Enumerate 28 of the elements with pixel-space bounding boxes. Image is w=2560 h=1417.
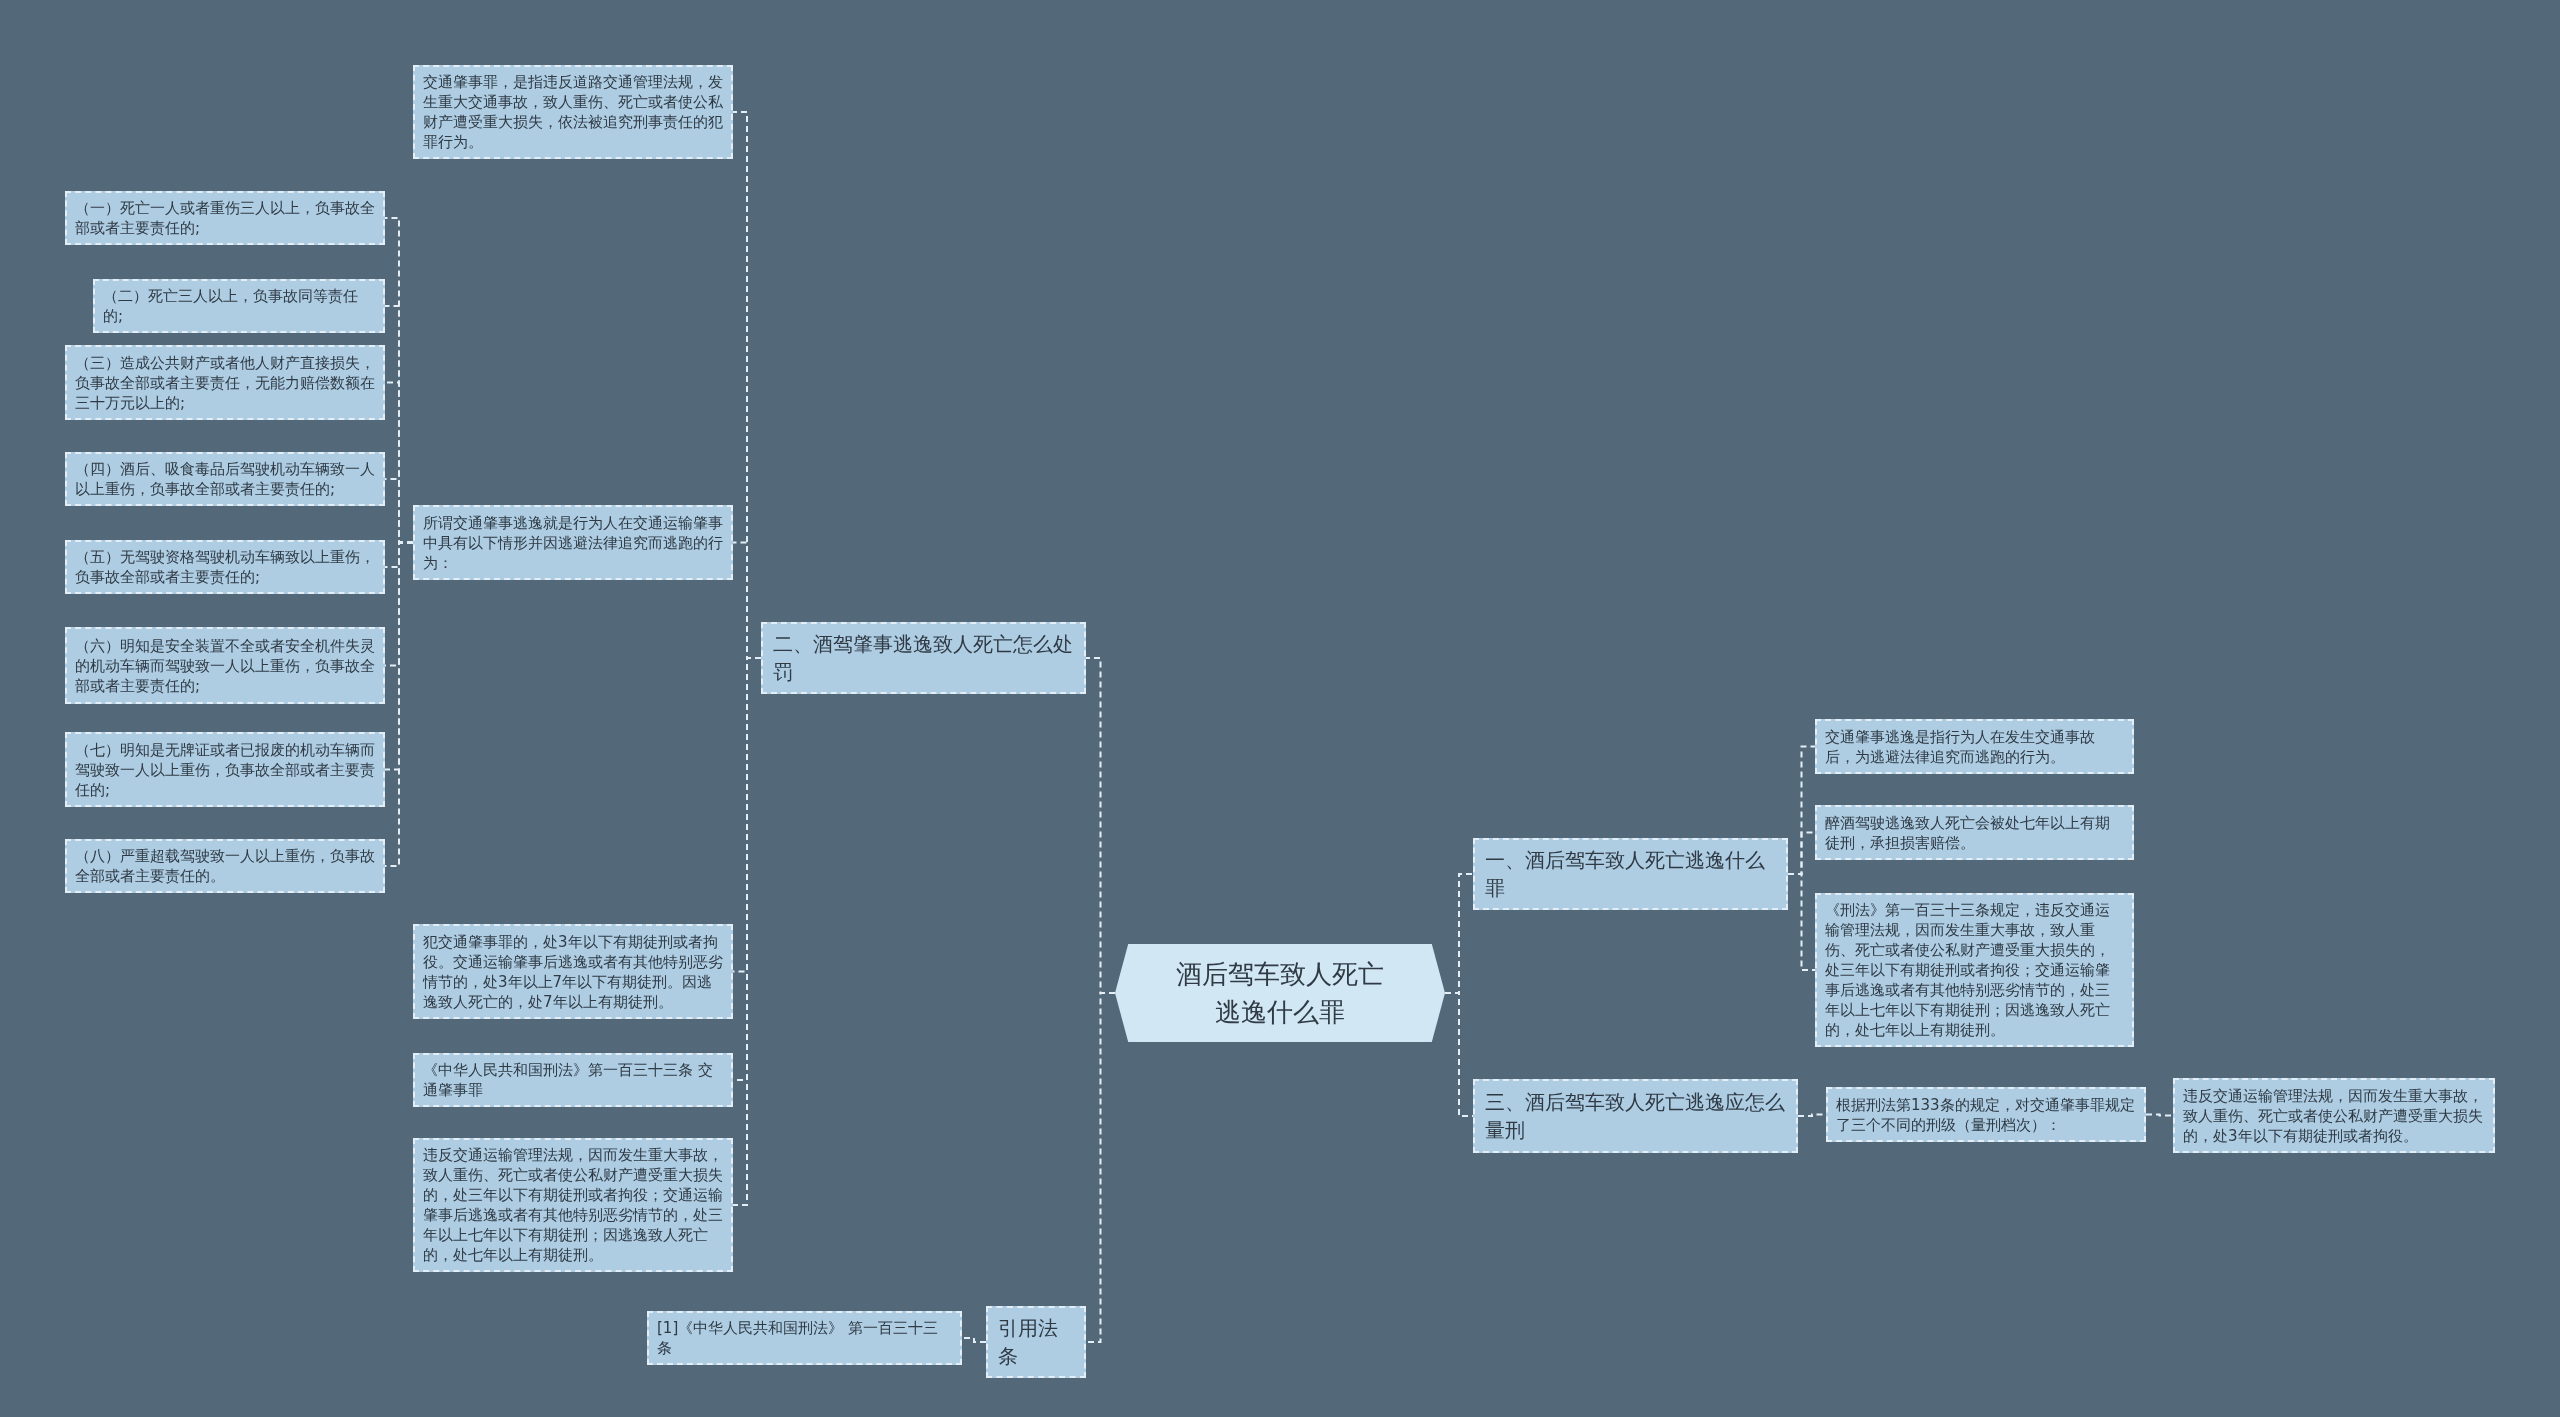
connector [1787, 873, 1816, 971]
connector [2145, 1113, 2174, 1117]
text-box: （七）明知是无牌证或者已报废的机动车辆而驾驶致一人以上重伤，负事故全部或者主要责任的; [65, 732, 385, 807]
central-topic: 酒后驾车致人死亡逃逸什么罪 [1115, 944, 1445, 1042]
text-box: 根据刑法第133条的规定，对交通肇事罪规定了三个不同的刑级（量刑档次）： [1826, 1087, 2146, 1142]
topic-box: 一、酒后驾车致人死亡逃逸什么罪 [1473, 838, 1788, 910]
connector [961, 1337, 987, 1343]
text-box: （八）严重超载驾驶致一人以上重伤，负事故全部或者主要责任的。 [65, 839, 385, 893]
text-box: （二）死亡三人以上，负事故同等责任的; [93, 279, 385, 333]
text-box: 交通肇事罪，是指违反道路交通管理法规，发生重大交通事故，致人重伤、死亡或者使公私财产遭受重大损失，依法被追究刑事责任的犯罪行为。 [413, 65, 733, 159]
text-box: 《刑法》第一百三十三条规定，违反交通运输管理法规，因而发生重大事故，致人重伤、死亡或者使公私财产遭受重大损失的，处三年以下有期徒刑或者拘役；交通运输肇事后逃逸或者有其他特别恶劣情节的，处三年以上七年以下有期徒刑；因逃逸致人死亡的，处七年以上有期徒刑。 [1815, 893, 2134, 1047]
text-box: 交通肇事逃逸是指行为人在发生交通事故后，为逃避法律追究而逃跑的行为。 [1815, 719, 2134, 774]
text-box: （一）死亡一人或者重伤三人以上，负事故全部或者主要责任的; [65, 191, 385, 245]
topic-box: 二、酒驾肇事逃逸致人死亡怎么处罚 [761, 622, 1086, 694]
text-box: （六）明知是安全装置不全或者安全机件失灵的机动车辆而驾驶致一人以上重伤，负事故全部或者主要责任的; [65, 627, 385, 704]
text-box: 犯交通肇事罪的，处3年以下有期徒刑或者拘役。交通运输肇事后逃逸或者有其他特别恶劣情节的，处3年以上7年以下有期徒刑。因逃逸致人死亡的，处7年以上有期徒刑。 [413, 924, 733, 1019]
text-box: 《中华人民共和国刑法》第一百三十三条 交通肇事罪 [413, 1053, 733, 1107]
text-box: （四）酒后、吸食毒品后驾驶机动车辆致一人以上重伤，负事故全部或者主要责任的; [65, 452, 385, 506]
text-box: 违反交通运输管理法规，因而发生重大事故，致人重伤、死亡或者使公私财产遭受重大损失的，处三年以下有期徒刑或者拘役；交通运输肇事后逃逸或者有其他特别恶劣情节的，处三年以上七年以下有期徒刑；因逃逸致人死亡的，处七年以上有期徒刑。 [413, 1138, 733, 1272]
text-box: [1]《中华人民共和国刑法》 第一百三十三条 [647, 1311, 962, 1365]
topic-box: 引用法条 [986, 1306, 1086, 1378]
text-box: 所谓交通肇事逃逸就是行为人在交通运输肇事中具有以下情形并因逃避法律追究而逃跑的行为： [413, 505, 733, 580]
text-box: 醉酒驾驶逃逸致人死亡会被处七年以上有期徒刑，承担损害赔偿。 [1815, 805, 2134, 860]
text-box: （三）造成公共财产或者他人财产直接损失，负事故全部或者主要责任，无能力赔偿数额在三十万元以上的; [65, 345, 385, 420]
text-box: 违反交通运输管理法规，因而发生重大事故，致人重伤、死亡或者使公私财产遭受重大损失的，处3年以下有期徒刑或者拘役。 [2173, 1078, 2495, 1153]
topic-box: 三、酒后驾车致人死亡逃逸应怎么量刑 [1473, 1079, 1798, 1153]
text-box: （五）无驾驶资格驾驶机动车辆致以上重伤，负事故全部或者主要责任的; [65, 540, 385, 594]
connector [1085, 992, 1116, 1343]
